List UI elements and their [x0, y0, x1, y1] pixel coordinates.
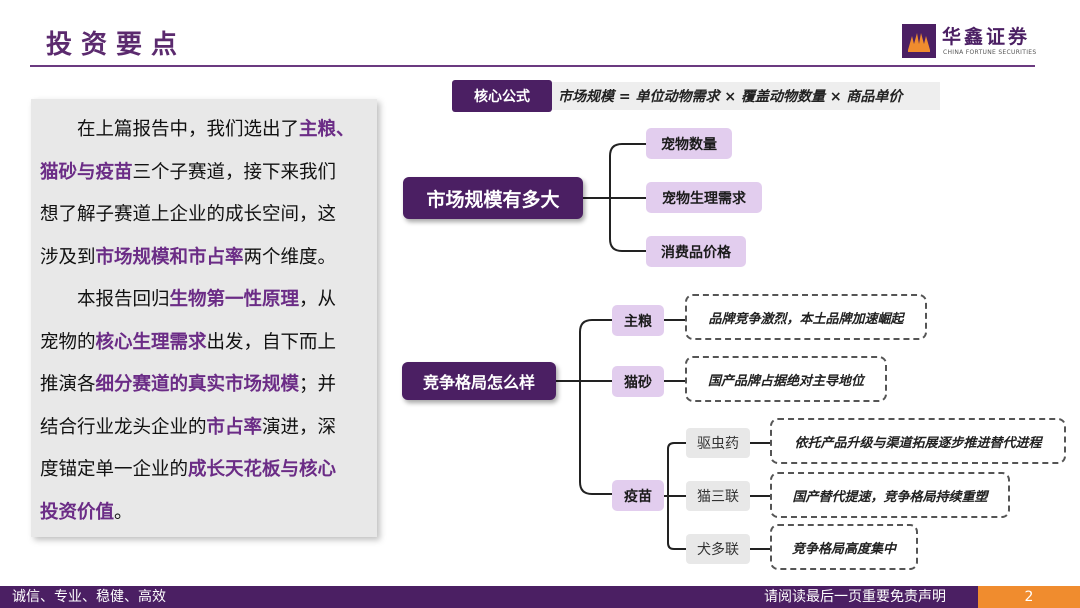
text-segment: 结合行业龙头企业的: [40, 416, 207, 438]
summary-line: 在上篇报告中，我们选出了主粮、: [40, 109, 370, 152]
formula-text: 市场规模 = 单位动物需求 × 覆盖动物数量 × 商品单价: [552, 82, 940, 110]
competition-node: 竞争格局怎么样: [402, 362, 556, 400]
factor-consumer-price: 消费品价格: [646, 236, 746, 267]
highlighted-phrase: 生物第一性原理: [169, 289, 300, 310]
vaccine-sub-dewormer: 驱虫药: [686, 428, 750, 458]
connector-market-size: [583, 143, 646, 252]
summary-line: 度锚定单一企业的成长天花板与核心: [40, 449, 370, 492]
text-segment: 两个维度。: [243, 246, 337, 268]
text-segment: 本报告回归: [77, 289, 170, 310]
text-segment: 推演各: [40, 374, 96, 395]
text-segment: 在上篇报告中，我们选出了: [77, 119, 300, 140]
highlighted-phrase: 市占率: [206, 416, 263, 438]
text-segment: ；并: [299, 374, 337, 395]
summary-line: 本报告回归生物第一性原理，从: [40, 279, 370, 322]
text-segment: 出发，自下而上: [206, 331, 337, 353]
segment-cat-litter: 猫砂: [612, 366, 664, 397]
summary-line: 结合行业龙头企业的市占率演进，深: [40, 407, 370, 450]
segment-staple-food: 主粮: [612, 305, 664, 336]
logo-text-cn: 华鑫证券: [942, 26, 1031, 48]
highlighted-phrase: 猫砂与疫苗: [40, 161, 133, 183]
text-segment: 三个子赛道，接下来我们: [132, 161, 337, 183]
note-staple-food: 品牌竞争激烈，本土品牌加速崛起: [685, 294, 927, 340]
text-segment: 想了解子赛道上企业的成长空间，这: [40, 204, 337, 225]
formula-label: 核心公式: [452, 80, 552, 112]
page-title: 投资要点: [46, 30, 187, 60]
vaccine-sub-feline-triple: 猫三联: [686, 481, 750, 511]
text-segment: 度锚定单一企业的: [40, 459, 189, 480]
factor-pet-count: 宠物数量: [646, 128, 732, 159]
summary-paragraph-1: 在上篇报告中，我们选出了主粮、猫砂与疫苗三个子赛道，接下来我们想了解子赛道上企业…: [40, 109, 370, 279]
connector-vaccine: [664, 442, 686, 550]
text-segment: 宠物的: [40, 331, 96, 353]
text-segment: ，从: [299, 289, 337, 310]
footer-slogan: 诚信、专业、稳健、高效: [12, 589, 166, 605]
note-feline-triple: 国产替代提速，竞争格局持续重塑: [770, 472, 1010, 518]
note-canine-multi: 竞争格局高度集中: [770, 524, 918, 570]
summary-line: 涉及到市场规模和市占率两个维度。: [40, 237, 370, 280]
highlighted-phrase: 成长天花板与核心: [188, 459, 337, 480]
text-segment: 涉及到: [40, 246, 96, 268]
highlighted-phrase: 核心生理需求: [95, 331, 207, 353]
text-segment: 演进，深: [262, 416, 337, 438]
connector-vaccine-notes: [750, 442, 770, 550]
summary-line: 想了解子赛道上企业的成长空间，这: [40, 194, 370, 237]
connector-segment-notes: [664, 319, 685, 382]
highlighted-phrase: 主粮、: [299, 119, 355, 140]
logo-mark-icon: [902, 24, 936, 58]
vaccine-sub-canine-multi: 犬多联: [686, 534, 750, 564]
footer-disclaimer: 请阅读最后一页重要免责声明: [764, 589, 946, 605]
note-cat-litter: 国产品牌占据绝对主导地位: [685, 356, 887, 402]
company-logo: 华鑫证券 CHINA FORTUNE SECURITIES: [902, 22, 1042, 62]
highlighted-phrase: 投资价值: [40, 501, 115, 523]
logo-text-en: CHINA FORTUNE SECURITIES: [943, 49, 1037, 56]
summary-paragraph-2: 本报告回归生物第一性原理，从宠物的核心生理需求出发，自下而上推演各细分赛道的真实…: [40, 279, 370, 534]
summary-line: 猫砂与疫苗三个子赛道，接下来我们: [40, 152, 370, 195]
page-number: 2: [978, 586, 1080, 608]
summary-line: 宠物的核心生理需求出发，自下而上: [40, 322, 370, 365]
segment-vaccine: 疫苗: [612, 480, 664, 511]
factor-physiological-need: 宠物生理需求: [646, 182, 762, 213]
connector-competition: [556, 319, 612, 495]
summary-box: 在上篇报告中，我们选出了主粮、猫砂与疫苗三个子赛道，接下来我们想了解子赛道上企业…: [31, 99, 377, 537]
header-divider: [30, 65, 1035, 67]
summary-line: 投资价值。: [40, 492, 370, 535]
highlighted-phrase: 市场规模和市占率: [95, 246, 244, 268]
market-size-node: 市场规模有多大: [403, 177, 583, 219]
footer-bar: 诚信、专业、稳健、高效 请阅读最后一页重要免责声明 2: [0, 586, 1080, 608]
text-segment: 。: [114, 501, 133, 523]
note-dewormer: 依托产品升级与渠道拓展逐步推进替代进程: [770, 418, 1066, 464]
highlighted-phrase: 细分赛道的真实市场规模: [95, 374, 300, 395]
summary-line: 推演各细分赛道的真实市场规模；并: [40, 364, 370, 407]
